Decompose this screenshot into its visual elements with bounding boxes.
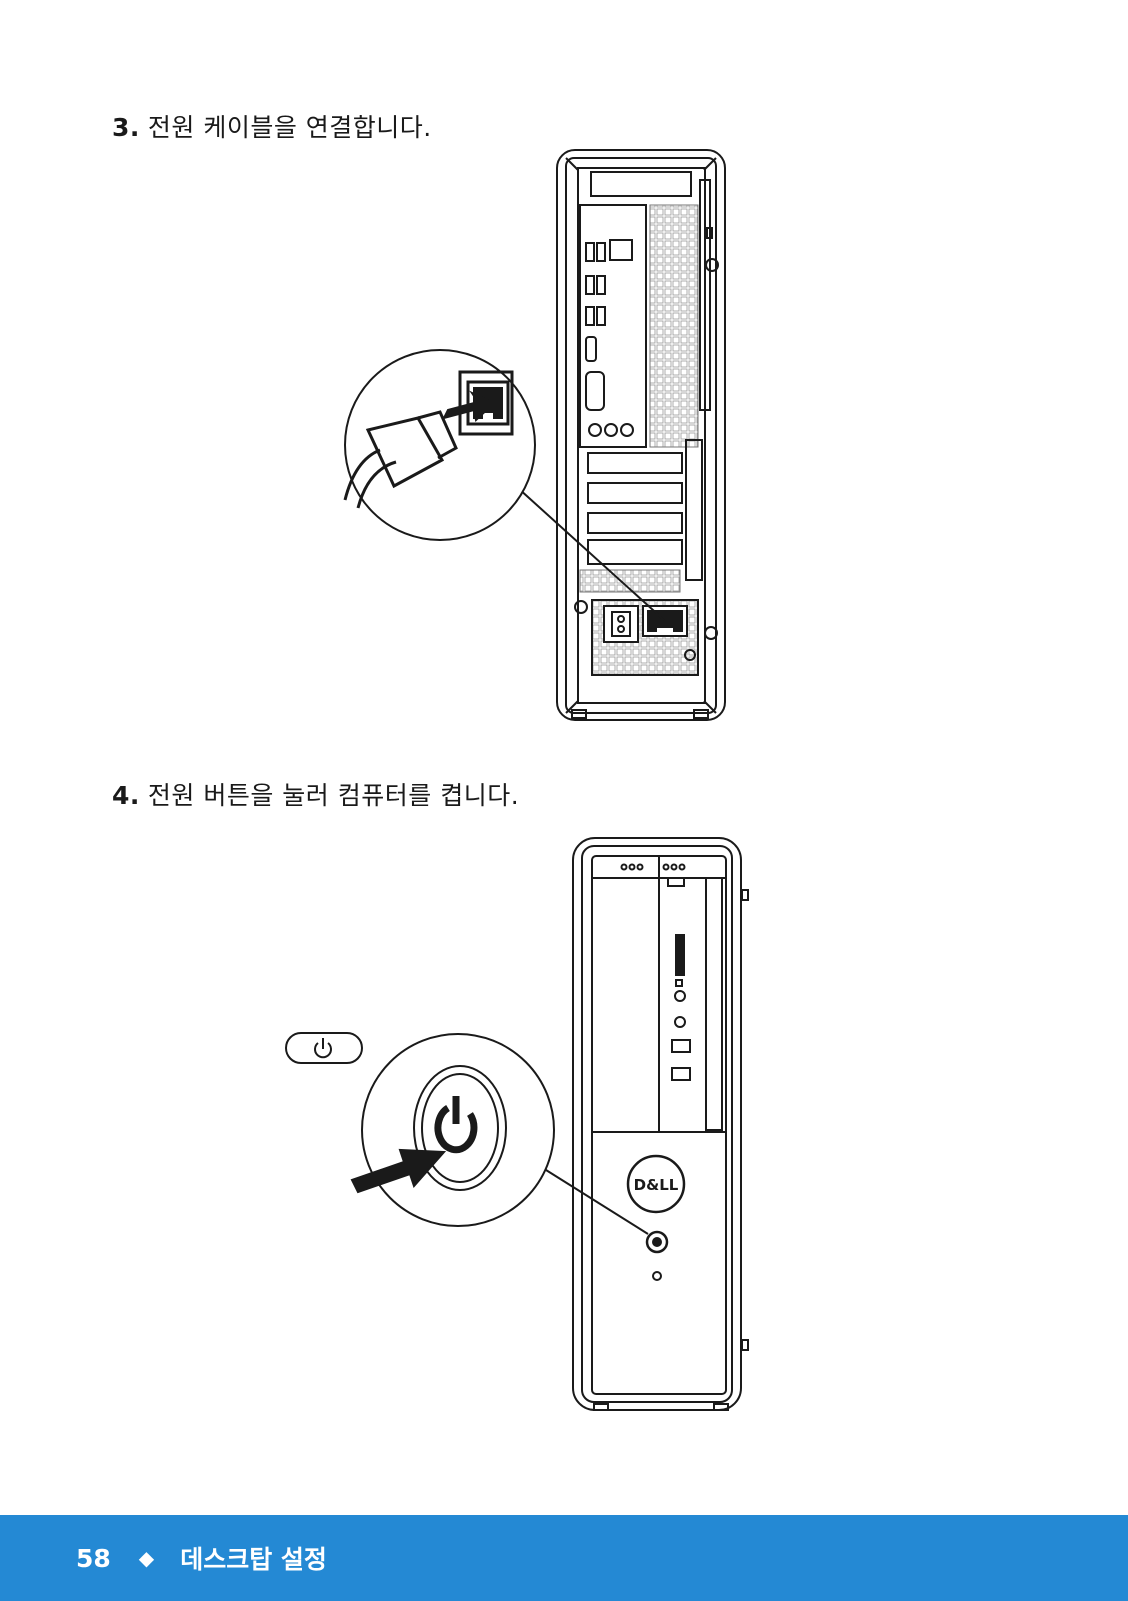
step-4-text: 전원 버튼을 눌러 컴퓨터를 켭니다. [148,781,519,810]
section-title: 데스크탑 설정 [180,1540,327,1576]
dell-logo: D&LL [634,1176,679,1194]
footer-bar: 58 ◆ 데스크탑 설정 [0,1515,1128,1601]
diamond-icon: ◆ [139,1546,154,1570]
computer-rear-panel-icon [345,150,725,720]
step-4: 4. 전원 버튼을 눌러 컴퓨터를 켭니다. [112,776,519,812]
page-number: 58 [76,1544,111,1573]
computer-front-panel-icon: D&LL [286,838,748,1410]
step-4-number: 4. [112,781,140,810]
